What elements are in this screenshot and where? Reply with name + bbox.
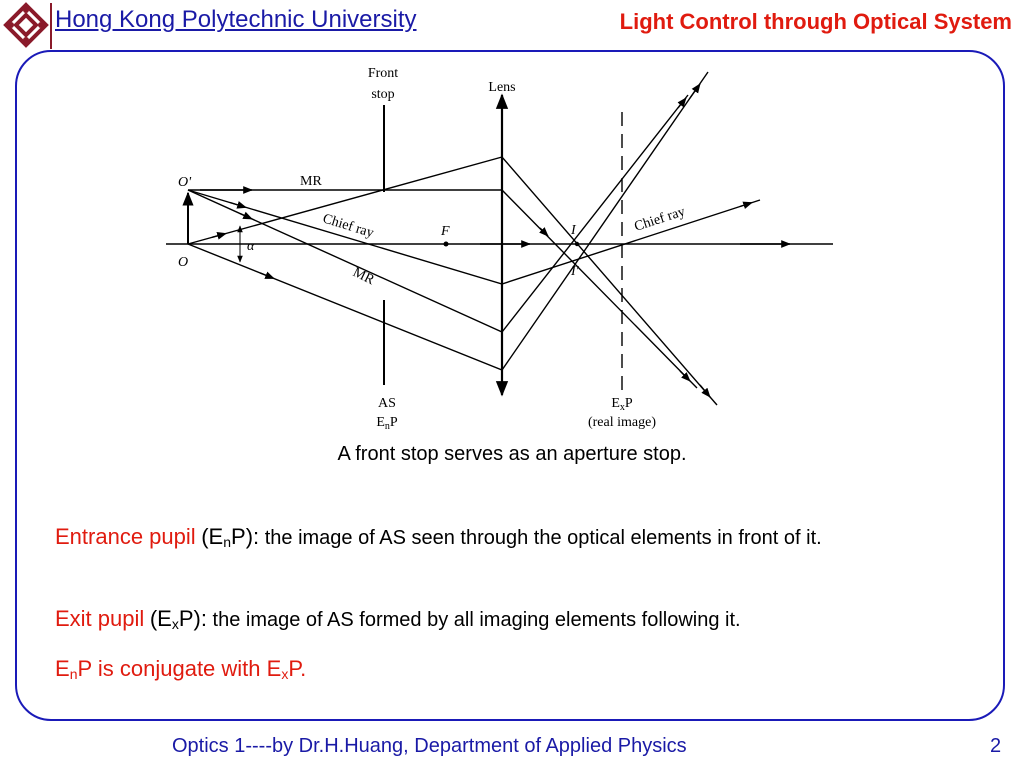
university-name[interactable]: Hong Kong Polytechnic University <box>55 6 417 33</box>
aperture-stop-label: AS <box>378 396 396 411</box>
focal-label: F <box>440 224 450 239</box>
real-image-label: (real image) <box>588 415 656 430</box>
footer-text: Optics 1----by Dr.H.Huang, Department of… <box>172 735 687 757</box>
front-stop-label-2: stop <box>371 87 394 102</box>
exit-pupil-diagram-label: ExP <box>611 396 633 413</box>
header-divider <box>50 3 52 49</box>
image-point <box>574 241 580 247</box>
diagram-caption: A front stop serves as an aperture stop. <box>337 443 687 465</box>
page-number: 2 <box>990 735 1002 757</box>
object-label: O <box>178 255 188 270</box>
lens-label: Lens <box>488 80 515 95</box>
chief-ray-label-left: Chief ray <box>321 211 376 241</box>
object-top-label: O' <box>178 175 192 190</box>
optical-diagram: Front stop Lens O' O MR MR Chief ray Chi… <box>166 66 833 432</box>
marginal-ray-label-bottom: MR <box>350 265 377 288</box>
content-frame <box>15 50 1005 721</box>
exit-pupil-text: the image of AS formed by all imaging el… <box>212 609 741 631</box>
entrance-pupil-diagram-label: EnP <box>376 415 398 432</box>
image-top-label: I' <box>570 264 580 279</box>
alpha-label: α <box>247 239 255 254</box>
exit-pupil-term: Exit pupil <box>55 606 145 631</box>
entrance-pupil-text: the image of AS seen through the optical… <box>264 527 822 549</box>
exit-pupil-definition: Exit pupil (ExP): the image of AS formed… <box>55 606 741 632</box>
slide-title: Light Control through Optical System <box>619 9 1012 34</box>
image-label: I <box>570 223 577 238</box>
chief-ray-label-right: Chief ray <box>633 204 688 234</box>
front-stop-label: Front <box>368 66 398 81</box>
focal-point <box>443 241 449 247</box>
entrance-pupil-term: Entrance pupil <box>55 524 196 549</box>
marginal-ray-label-top: MR <box>300 174 322 189</box>
entrance-pupil-definition: Entrance pupil (EnP): the image of AS se… <box>55 524 822 550</box>
conjugate-statement: EnP is conjugate with ExP. <box>55 656 307 682</box>
university-logo <box>2 1 50 49</box>
